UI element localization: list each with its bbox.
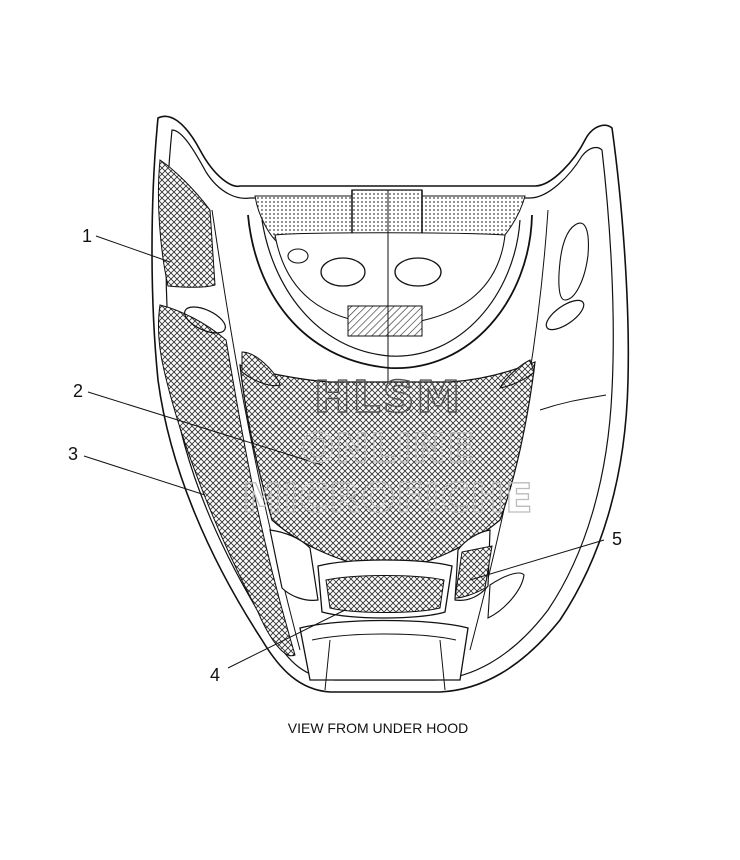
gauge-hole-right bbox=[394, 257, 442, 287]
instrument-pod-face bbox=[274, 232, 506, 326]
front-lip-inner bbox=[311, 633, 457, 641]
callout-5: 5 bbox=[612, 529, 622, 549]
callout-4: 4 bbox=[210, 665, 220, 685]
leader-line-2 bbox=[87, 391, 323, 466]
left-vent-slot bbox=[184, 306, 226, 334]
right-side-slot bbox=[558, 222, 589, 301]
callout-2: 2 bbox=[73, 381, 83, 401]
center-insulation-pad bbox=[239, 361, 536, 571]
left-lower-vent bbox=[269, 529, 319, 601]
front-scoop-pad bbox=[325, 575, 445, 613]
upper-right-wing-pad bbox=[499, 359, 535, 389]
instrument-pod-arch bbox=[247, 214, 533, 369]
right-edge-slot bbox=[487, 572, 525, 619]
leader-line-3 bbox=[83, 455, 206, 496]
hood-inner-rim bbox=[165, 129, 614, 681]
watermark-line-2: ONLINE bbox=[301, 426, 476, 472]
hood-right-contour bbox=[539, 394, 607, 411]
front-lip-seam-right bbox=[439, 639, 446, 691]
indicator-hole bbox=[287, 248, 309, 264]
left-lower-pad bbox=[157, 304, 296, 657]
instrument-pod-arch-inner bbox=[261, 219, 521, 357]
right-lower-pad bbox=[454, 545, 493, 599]
diagram-caption: VIEW FROM UNDER HOOD bbox=[288, 720, 468, 736]
watermark-line-3: MICROFICHE bbox=[242, 476, 533, 522]
left-upper-pad bbox=[157, 159, 216, 288]
upper-left-wing-pad bbox=[241, 351, 281, 387]
gauge-hole-left bbox=[320, 257, 366, 287]
leader-line-1 bbox=[95, 235, 171, 263]
callout-1: 1 bbox=[82, 226, 92, 246]
callout-3: 3 bbox=[68, 444, 78, 464]
watermark-line-1: HLSM bbox=[314, 372, 462, 423]
leader-line-5 bbox=[469, 539, 605, 581]
center-label-pad bbox=[347, 305, 423, 337]
leader-line-4 bbox=[227, 609, 346, 669]
right-vent-slot bbox=[545, 299, 585, 331]
front-lip-seam-left bbox=[324, 639, 331, 691]
